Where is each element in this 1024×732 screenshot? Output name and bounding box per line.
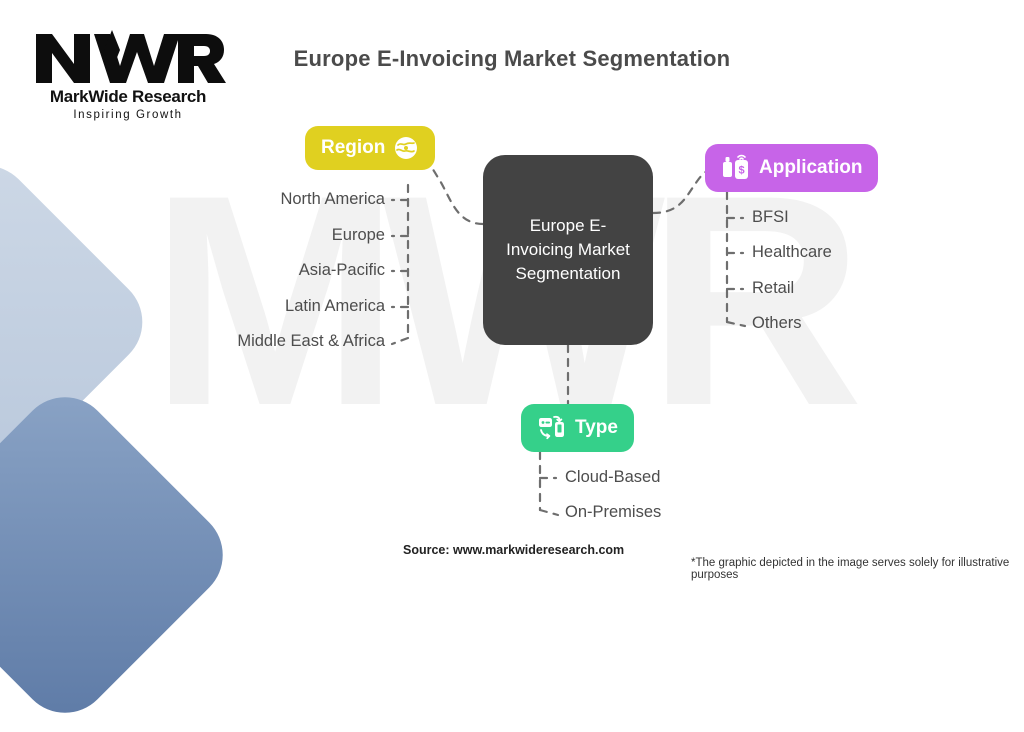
center-node-label: Europe E-Invoicing Market Segmentation bbox=[506, 216, 630, 283]
wire-type-stub-1 bbox=[538, 508, 560, 517]
svg-text:$: $ bbox=[738, 165, 744, 177]
branch-label-application: Application bbox=[759, 157, 863, 178]
leaf-region-4: Middle East & Africa bbox=[237, 332, 385, 350]
source-text: Source: www.markwideresearch.com bbox=[403, 543, 625, 557]
globe-icon bbox=[393, 135, 419, 161]
mobile-payment-icon: $ bbox=[721, 153, 751, 183]
leaf-application-0: BFSI bbox=[752, 208, 789, 226]
logo-tagline: Inspiring Growth bbox=[73, 109, 183, 121]
branch-badge-type[interactable]: Type bbox=[521, 404, 634, 452]
disclaimer-text: *The graphic depicted in the image serve… bbox=[691, 557, 1010, 581]
branch-label-type: Type bbox=[575, 417, 618, 438]
leaf-type-0: Cloud-Based bbox=[565, 468, 661, 486]
logo-company-name: MarkWide Research bbox=[49, 87, 207, 106]
page-title: Europe E-Invoicing Market Segmentation bbox=[293, 46, 731, 71]
center-node: Europe E-Invoicing Market Segmentation bbox=[483, 155, 653, 345]
mwr-logo-icon bbox=[36, 30, 226, 83]
branch-label-region: Region bbox=[321, 137, 386, 158]
leaf-region-0: North America bbox=[280, 190, 385, 208]
branch-badge-region[interactable]: Region bbox=[305, 126, 436, 170]
branch-badge-application[interactable]: $ Application bbox=[705, 144, 879, 192]
data-transfer-icon bbox=[537, 413, 567, 443]
leaf-application-2: Retail bbox=[752, 279, 795, 297]
leaf-application-1: Healthcare bbox=[752, 243, 832, 261]
leaf-application-3: Others bbox=[752, 314, 802, 332]
leaf-region-2: Asia-Pacific bbox=[298, 261, 385, 279]
infographic-canvas: MWR MarkWide Research Inspiring Growth E… bbox=[0, 28, 1009, 732]
leaf-type-1: On-Premises bbox=[565, 503, 662, 521]
brand-logo: MarkWide Research Inspiring Growth bbox=[28, 28, 228, 121]
leaf-region-1: Europe bbox=[331, 226, 385, 244]
leaf-region-3: Latin America bbox=[285, 297, 385, 315]
